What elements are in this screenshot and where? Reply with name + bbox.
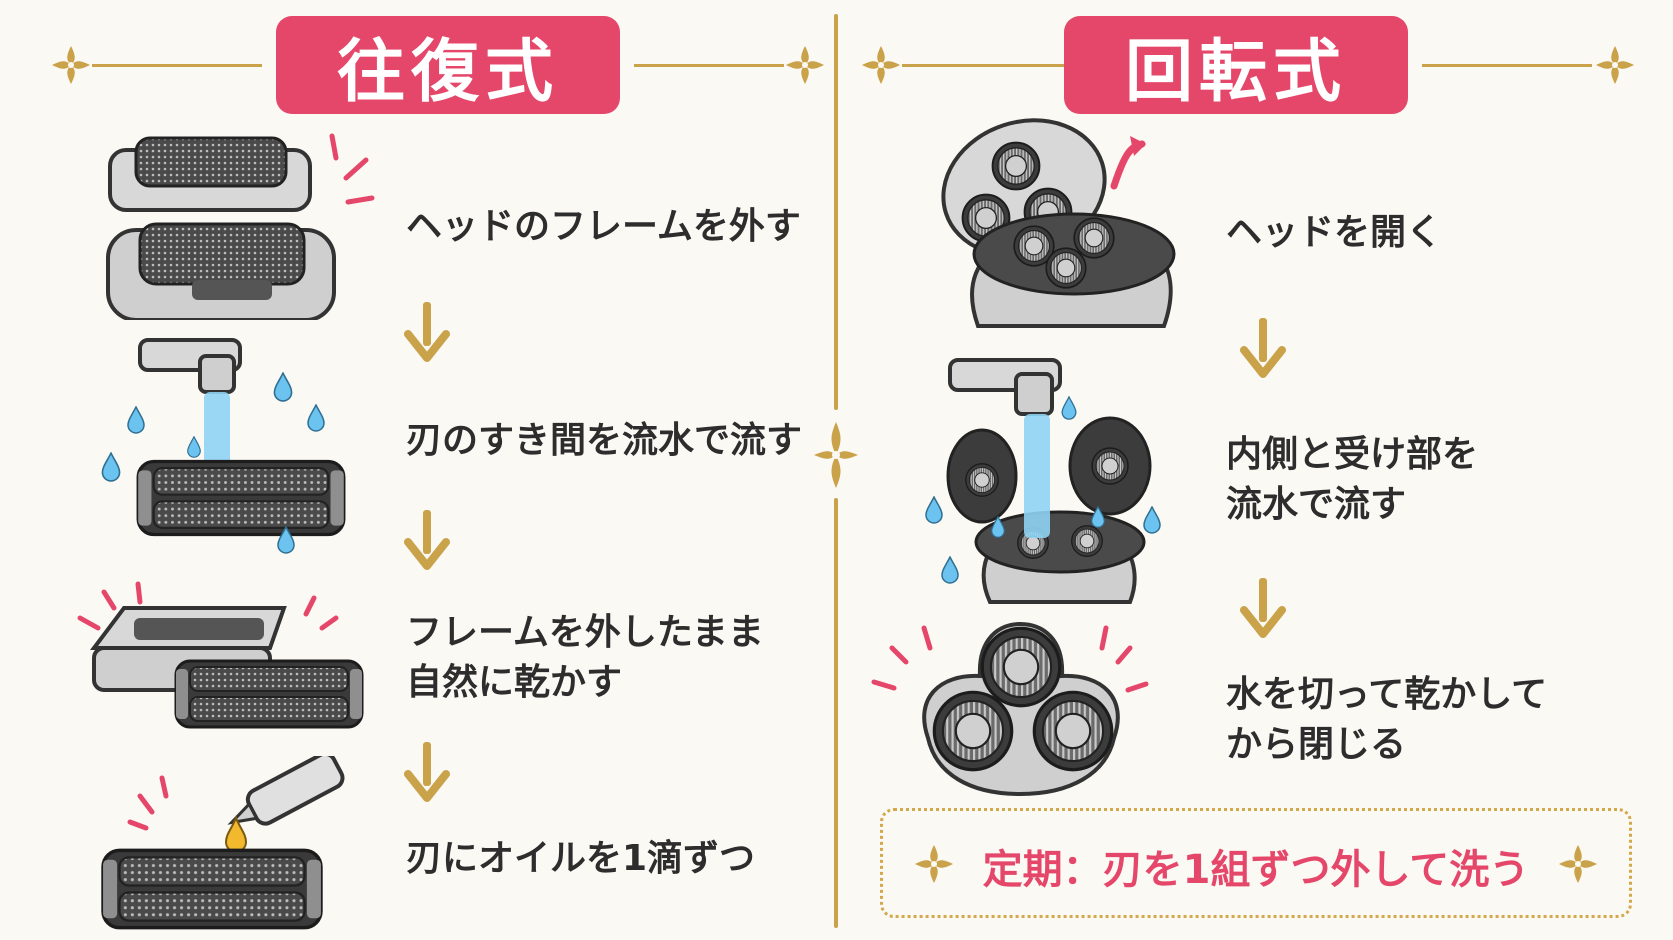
fleur-ornament-icon [48, 42, 94, 88]
rotary-title: 回転式 [1064, 16, 1408, 114]
rotary-step-3-label-line-2: から閉じる [1226, 724, 1407, 765]
ornament-line [902, 64, 1070, 67]
fleur-ornament-icon [1592, 42, 1638, 88]
foil-dry-icon [77, 581, 364, 729]
fleur-ornament-icon [1555, 841, 1601, 887]
down-arrow-icon [404, 740, 450, 802]
foil-head-removal-icon [106, 133, 375, 320]
foil-rinse-icon [101, 338, 346, 554]
reciprocating-step-3-label-line-1: フレームを外したまま [406, 612, 764, 653]
reciprocating-step-4-label: 刃にオイルを1滴ずつ [406, 838, 756, 879]
rotary-rinse-icon [925, 358, 1161, 604]
rotary-step-3-label-line-1: 水を切って乾かして [1226, 674, 1548, 715]
reciprocating-step-1-label: ヘッドのフレームを外す [406, 206, 801, 247]
rotary-step-1-label: ヘッドを開く [1226, 212, 1443, 253]
reciprocating-step-3-label-line-2: 自然に乾かす [406, 662, 623, 703]
panel-divider [834, 498, 838, 928]
fleur-ornament-icon [782, 42, 828, 88]
fleur-ornament-icon [858, 42, 904, 88]
oil-drop-icon [101, 756, 345, 930]
ornament-line [634, 64, 784, 67]
rotary-head-open-icon [941, 118, 1176, 328]
ornament-line [92, 64, 262, 67]
rotary-step-2-label-line-2: 流水で流す [1226, 484, 1407, 525]
down-arrow-icon [1240, 316, 1286, 378]
reciprocating-step-2-label: 刃のすき間を流水で流す [406, 420, 803, 461]
down-arrow-icon [1240, 576, 1286, 638]
panel-divider [834, 14, 838, 410]
fleur-ornament-icon [814, 422, 858, 488]
rotary-step-2-label-line-1: 内側と受け部を [1226, 434, 1479, 475]
rotary-dry-icon [871, 621, 1149, 797]
reciprocating-header: 往復式 [0, 16, 836, 116]
periodic-tip-text: 定期：刃を1組ずつ外して洗う [982, 847, 1530, 893]
rotary-header: 回転式 [840, 16, 1673, 116]
down-arrow-icon [404, 300, 450, 362]
reciprocating-panel: 往復式 ヘッドのフレームを外す 刃のすき間を流水で流す [0, 0, 836, 940]
rotary-panel: 回転式 ヘッドを開く 内側と受け部を [840, 0, 1673, 940]
ornament-line [1422, 64, 1592, 67]
periodic-tip-box: 定期：刃を1組ずつ外して洗う [880, 808, 1632, 918]
reciprocating-title: 往復式 [276, 16, 620, 114]
down-arrow-icon [404, 508, 450, 570]
